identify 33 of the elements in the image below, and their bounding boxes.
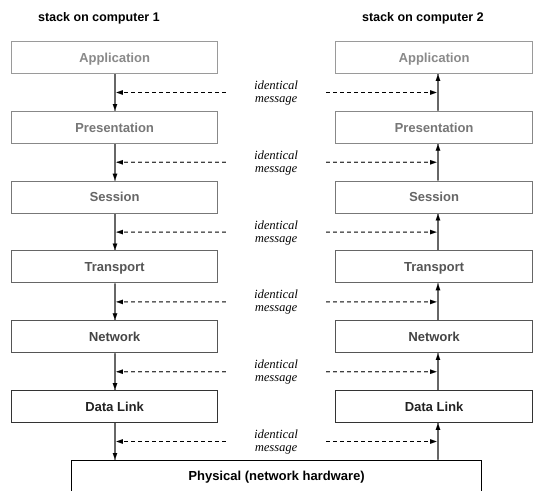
message-label: identical message	[253, 358, 299, 384]
arrow	[112, 423, 118, 460]
layer-box: Transport	[11, 250, 218, 284]
layer-box: Presentation	[335, 110, 533, 144]
arrow	[436, 74, 440, 111]
layer-box: Application	[11, 41, 218, 74]
message-label: identical message	[253, 148, 299, 175]
stack-heading: stack on computer 1	[38, 9, 160, 26]
arrow	[112, 74, 118, 111]
layer-box: Application	[335, 41, 533, 74]
layer-box: Presentation	[11, 110, 218, 144]
message-label: identical message	[253, 79, 299, 105]
message-label: identical message	[253, 428, 299, 454]
stack-heading: stack on computer 2	[362, 9, 484, 26]
layer-box: Transport	[335, 250, 533, 284]
arrow	[436, 283, 440, 320]
arrow	[112, 353, 118, 390]
message-label: identical message	[253, 218, 299, 245]
message-label: identical message	[253, 288, 299, 314]
arrow	[436, 214, 440, 250]
layer-box: Data Link	[11, 390, 218, 423]
arrow	[436, 353, 440, 390]
layer-box: Session	[11, 180, 218, 214]
arrow	[436, 423, 440, 460]
arrow	[112, 283, 118, 320]
layer-box: Session	[335, 180, 533, 214]
arrow	[112, 144, 118, 181]
layer-box: Data Link	[335, 390, 533, 423]
layer-box: Physical (network hardware)	[71, 460, 482, 491]
layer-box: Network	[335, 320, 533, 354]
arrow	[112, 214, 118, 250]
arrow	[436, 144, 440, 181]
layer-box: Network	[11, 320, 218, 354]
